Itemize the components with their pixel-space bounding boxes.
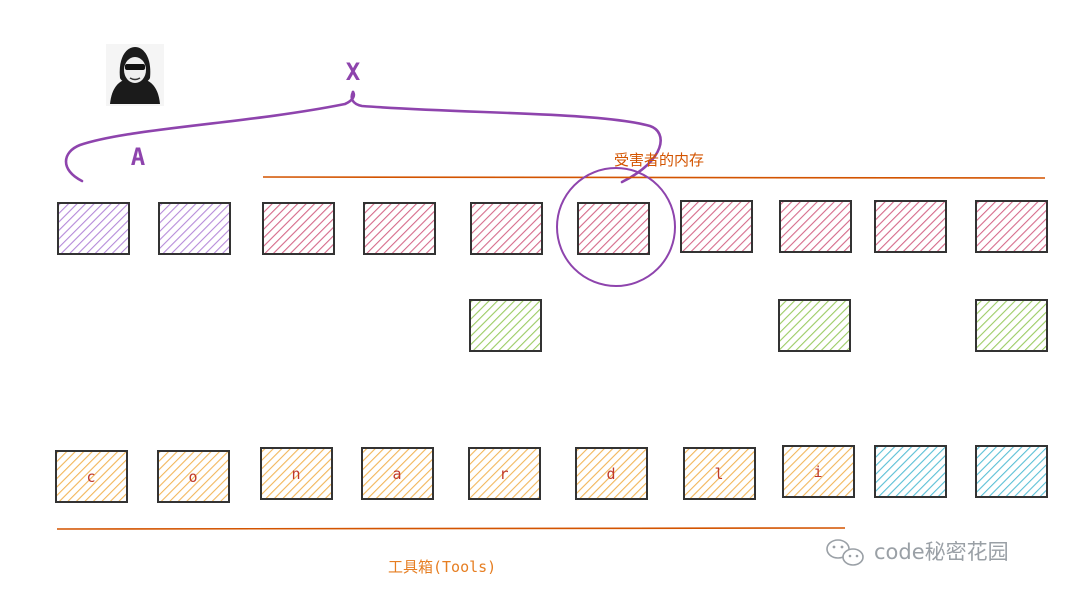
target-circle [556,167,676,287]
cached-cell-2 [778,299,851,352]
watermark-text: code秘密花园 [874,540,1009,564]
tools-line [56,527,846,530]
tool-cell-9 [874,445,947,498]
tool-cell-10 [975,445,1048,498]
memory-cell-victim-2 [363,202,436,255]
cached-cell-3 [975,299,1048,352]
memory-cell-victim-3 [470,202,543,255]
cached-row [469,299,1048,352]
tool-cell-3 [260,447,333,500]
memory-cell-victim-4 [577,202,650,255]
tool-cell-2 [157,450,230,503]
label-toolbox: 工具箱(Tools) [388,558,496,576]
wechat-logo-icon [826,539,864,566]
memory-cell-attacker-2 [158,202,231,255]
tools-row: c o n a r d l i [55,445,1048,503]
tool-letter-3: n [291,465,300,483]
tool-letter-6: d [606,465,615,483]
label-x: X [346,58,361,86]
tool-cell-1 [55,450,128,503]
memory-cell-victim-7 [874,200,947,253]
cached-cell-1 [469,299,542,352]
memory-cell-victim-5 [680,200,753,253]
memory-row [57,200,1048,255]
label-a: A [131,143,146,171]
tool-letter-2: o [188,468,197,486]
tool-cell-7 [683,447,756,500]
label-victim-memory: 受害者的内存 [614,151,704,169]
memory-cell-victim-1 [262,202,335,255]
memory-cell-victim-6 [779,200,852,253]
tool-letter-5: r [499,465,508,483]
tool-letter-1: c [86,468,95,486]
victim-memory-line [262,176,1046,179]
memory-cell-victim-8 [975,200,1048,253]
tool-cell-6 [575,447,648,500]
memory-cell-attacker-1 [57,202,130,255]
tool-cell-8 [782,445,855,498]
tool-letter-4: a [392,465,401,483]
tool-letter-7: l [714,465,723,483]
brace-x-victim [350,90,662,184]
hacker-icon [106,44,164,106]
tool-letter-8: i [813,463,822,481]
tool-cell-5 [468,447,541,500]
tool-cell-4 [361,447,434,500]
